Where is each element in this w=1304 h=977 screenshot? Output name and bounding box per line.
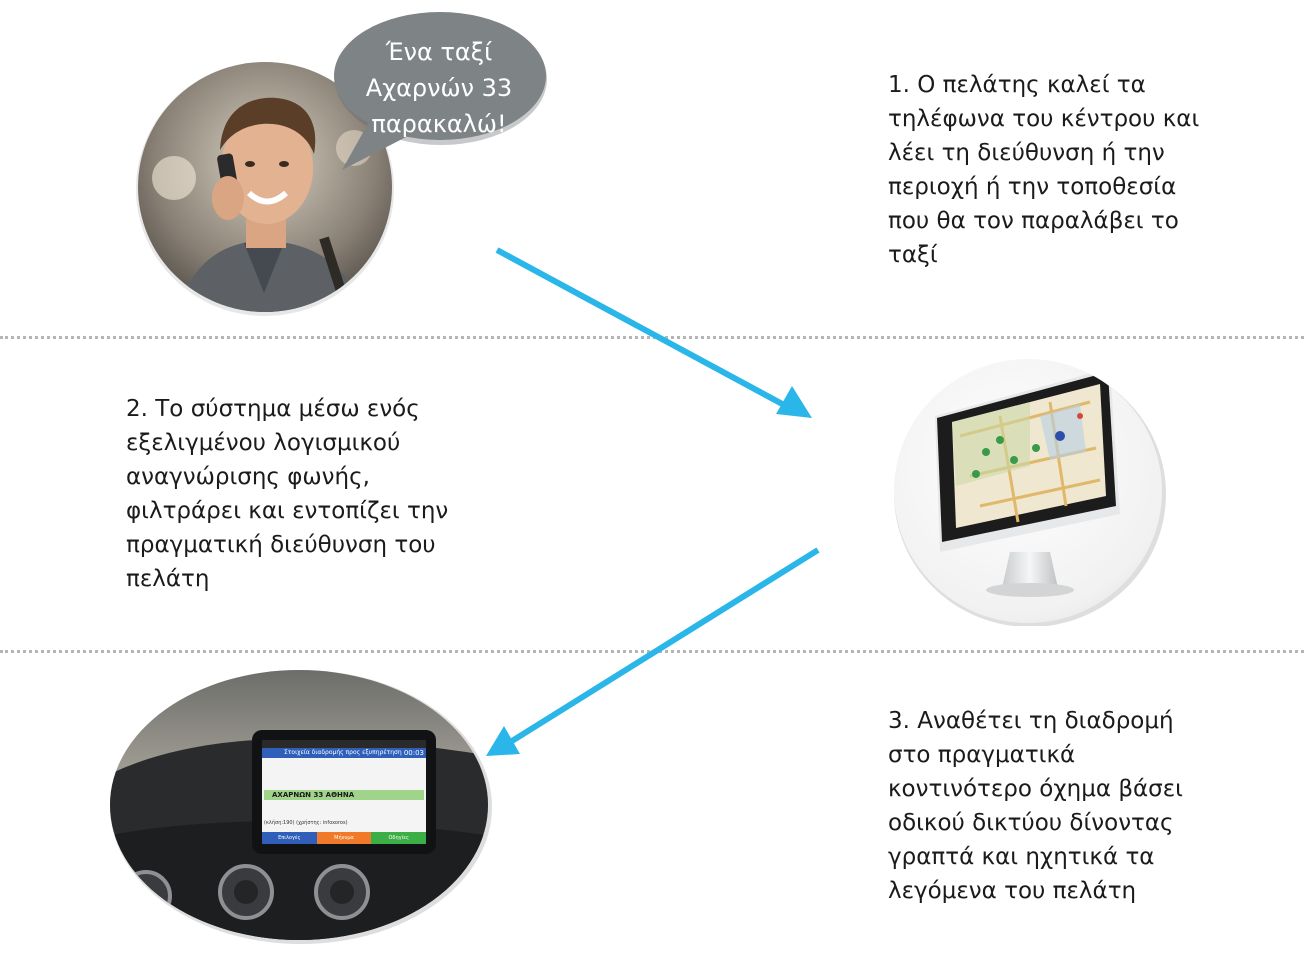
divider-bottom (0, 650, 1304, 653)
divider-top (0, 336, 1304, 339)
speech-bubble-text: Ένα ταξί Αχαρνών 33 παρακαλώ! (365, 38, 513, 138)
tablet-address-row: ΑΧΑΡΝΩΝ 33 ΑΘΗΝΑ (264, 790, 424, 800)
arrow-step2-to-step3 (510, 547, 820, 744)
tablet-top-bar (262, 740, 426, 748)
tablet-address: ΑΧΑΡΝΩΝ 33 ΑΘΗΝΑ (272, 791, 355, 799)
arrow-head-1 (776, 386, 812, 418)
tablet-button-row: Επιλογές Μήνυμα Οδηγίες (262, 832, 427, 844)
tablet-timer: 00:03 (403, 749, 424, 757)
step-2-text: 2. Το σύστημα μέσω ενός εξελιγμένου λογι… (126, 396, 449, 592)
tablet-header-text: Στοιχεία διαδρομής προς εξυπηρέτηση (284, 749, 402, 756)
tablet-button-options[interactable]: Επιλογές (262, 832, 317, 844)
tablet-screen: Στοιχεία διαδρομής προς εξυπηρέτηση 00:0… (262, 740, 427, 844)
tablet-note: (κλήση:190) (χρήστης: infoxoros) (264, 820, 348, 826)
step-3-text: 3. Αναθέτει τη διαδρομή στο πραγματικά κ… (888, 708, 1183, 904)
tablet-header-bar: Στοιχεία διαδρομής προς εξυπηρέτηση 00:0… (262, 748, 426, 758)
monitor-map-image (890, 356, 1166, 626)
step-1-text: 1. Ο πελάτης καλεί τα τηλέφωνα του κέντρ… (888, 72, 1200, 268)
speech-bubble (330, 10, 550, 170)
tablet-button-directions[interactable]: Οδηγίες (371, 832, 427, 844)
car-tablet-image (106, 666, 492, 944)
tablet-button-message[interactable]: Μήνυμα (316, 832, 372, 844)
caller-photo (134, 58, 396, 316)
arrow-step1-to-step2 (495, 247, 788, 409)
